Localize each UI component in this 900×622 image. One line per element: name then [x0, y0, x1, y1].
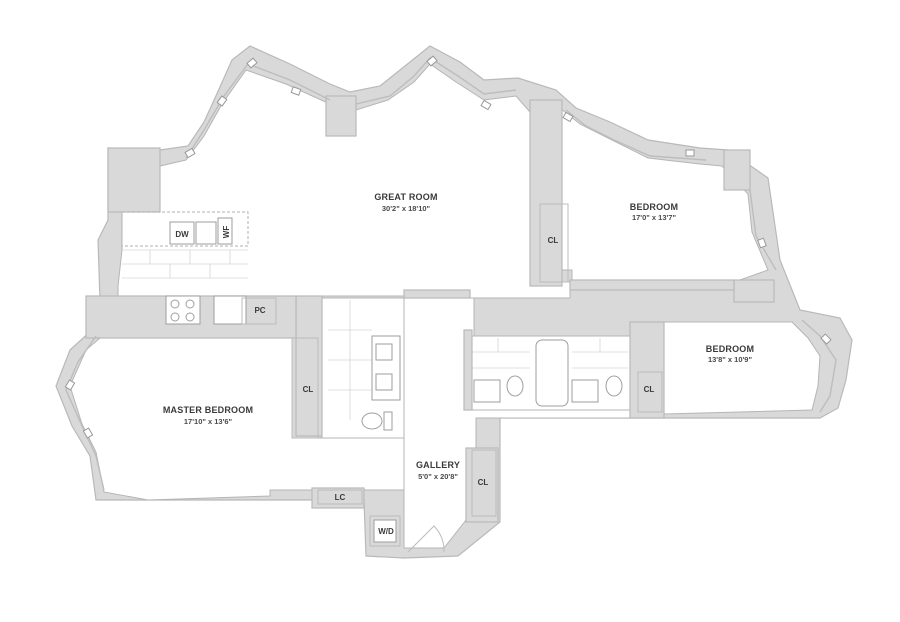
- window-lines: [65, 57, 837, 491]
- bath-2-tile: [470, 338, 628, 369]
- linen-closet-label: LC: [335, 493, 346, 502]
- gallery-name: GALLERY: [416, 460, 460, 470]
- refrigerator: [213, 295, 247, 325]
- wine-fridge-box: [217, 217, 233, 245]
- bedroom-2-floor: [663, 321, 821, 415]
- closet-gallery-label: CL: [478, 478, 489, 487]
- wine-fridge-label: WF: [222, 226, 231, 239]
- bath-2-fixtures: [473, 339, 623, 407]
- laundry-entry: [369, 515, 445, 553]
- toilet-right: [605, 375, 623, 397]
- vanity-sink-1: [375, 343, 393, 361]
- bedroom-1-dims: 17'0" x 13'7": [632, 213, 676, 222]
- great-room-dims: 30'2" x 18'10": [382, 204, 431, 213]
- master-bedroom-name: MASTER BEDROOM: [163, 405, 253, 415]
- pantry-closet-label: PC: [254, 306, 265, 315]
- closet-master-label: CL: [303, 385, 314, 394]
- bedroom-1-floor: [539, 107, 769, 289]
- kitchen-counter: [121, 211, 249, 325]
- closet-details: [241, 203, 663, 517]
- sink-left: [473, 379, 501, 403]
- kitchen-sink: [195, 221, 217, 245]
- dishwasher-box: [169, 221, 195, 245]
- kitchen-backsplash-tile: [122, 249, 248, 279]
- bedroom-1-name: BEDROOM: [630, 202, 678, 212]
- interior-walls: [85, 95, 775, 523]
- mullions: [64, 55, 832, 439]
- gallery-dims: 5'0" x 20'8": [418, 472, 458, 481]
- bedroom-2-name: BEDROOM: [706, 344, 754, 354]
- closet-bedroom-2-label: CL: [644, 385, 655, 394]
- toilet-left: [506, 375, 524, 397]
- sink-right: [571, 379, 599, 403]
- master-bath-tile: [328, 300, 372, 420]
- vanity-sink-2: [375, 373, 393, 391]
- closet-bedroom-1-label: CL: [548, 236, 559, 245]
- washer-dryer-label: W/D: [378, 527, 394, 536]
- entry-door-swing: [407, 525, 445, 553]
- master-bath-fixtures: [361, 335, 401, 431]
- washer-dryer-unit: [373, 519, 397, 543]
- master-bedroom-dims: 17'10" x 13'6": [184, 417, 233, 426]
- bathtub: [535, 339, 569, 407]
- dishwasher-label: DW: [175, 230, 189, 239]
- great-room-name: GREAT ROOM: [374, 192, 437, 202]
- bedroom-2-dims: 13'8" x 10'9": [708, 355, 752, 364]
- cooktop: [165, 295, 201, 325]
- master-toilet: [361, 412, 383, 430]
